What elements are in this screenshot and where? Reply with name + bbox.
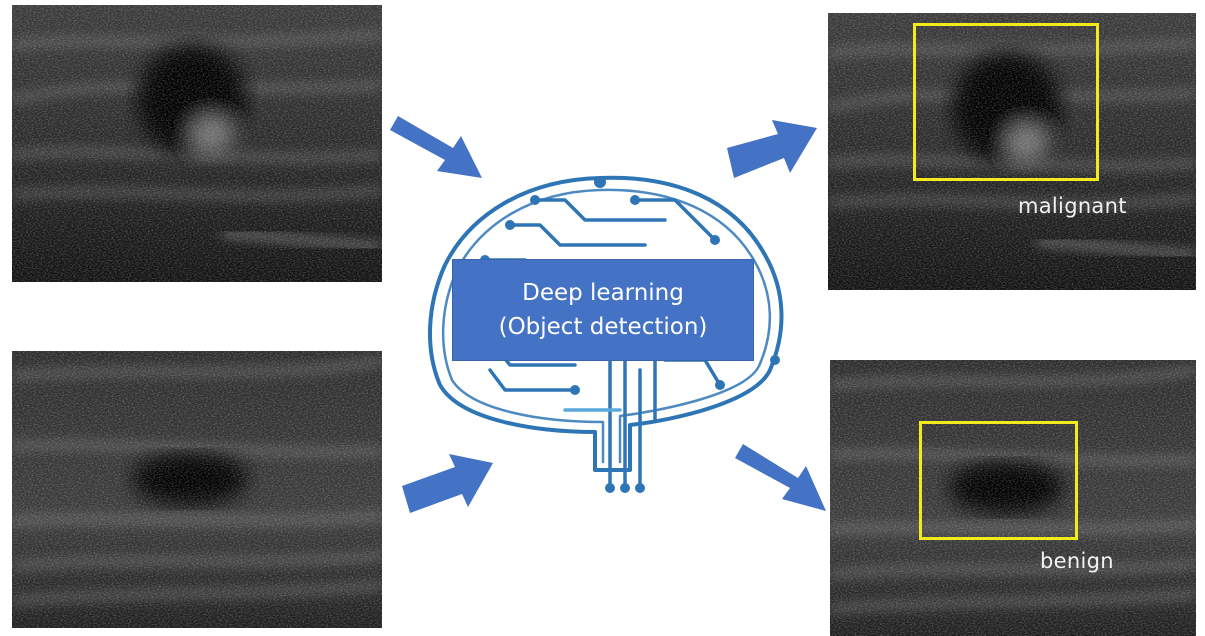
deep-learning-box: Deep learning (Object detection): [452, 259, 754, 361]
label-benign: benign: [1040, 549, 1114, 573]
output-ultrasound-bottom: benign: [830, 360, 1196, 636]
label-malignant: malignant: [1018, 194, 1127, 218]
input-ultrasound-bottom: [12, 351, 382, 628]
output-ultrasound-top: malignant: [828, 13, 1196, 290]
detection-box-benign: [919, 421, 1078, 540]
input-ultrasound-top: [12, 5, 382, 282]
deep-learning-title: Deep learning: [522, 276, 684, 310]
object-detection-subtitle: (Object detection): [499, 310, 708, 344]
detection-box-malignant: [913, 23, 1099, 181]
